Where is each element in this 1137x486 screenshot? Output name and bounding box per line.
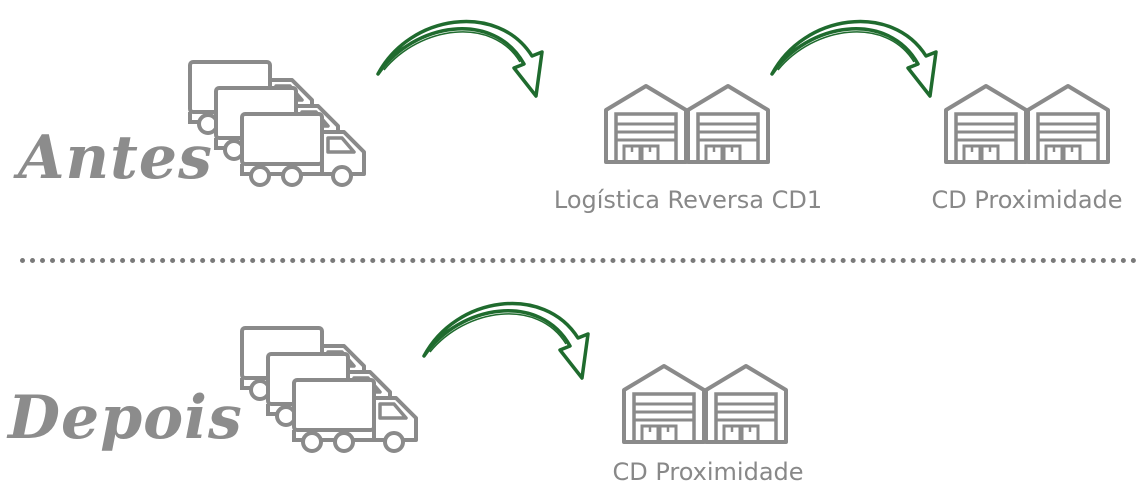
warehouse-caption: Logística Reversa CD1 [553,186,823,214]
warehouse-caption: CD Proximidade [931,186,1123,214]
curved-arrow-icon [422,301,590,380]
warehouse-icon [944,80,1112,168]
warehouse-node-proximidade: CD Proximidade [922,80,1132,220]
label-antes: Antes [18,123,213,193]
warehouse-caption: CD Proximidade [612,458,804,486]
delivery-trucks-icon [188,60,366,187]
curved-arrow-icon [376,19,544,98]
label-depois: Depois [8,383,243,453]
warehouse-icon [622,360,790,448]
warehouse-icon [604,80,772,168]
delivery-trucks-icon [240,326,418,453]
section-divider [20,258,1137,263]
warehouse-node-proximidade-after: CD Proximidade [598,360,818,484]
curved-arrow-icon [770,19,938,98]
warehouse-node-reversa: Logística Reversa CD1 [548,80,828,220]
